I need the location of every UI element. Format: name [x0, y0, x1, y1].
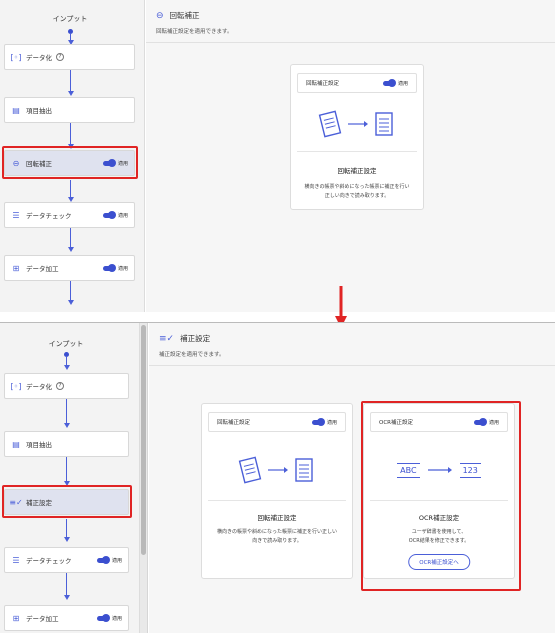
help-icon[interactable]: ? [56, 53, 64, 61]
node-correction-settings[interactable]: ≡✓ 補正設定 [4, 489, 129, 515]
ocr-settings-button[interactable]: OCR補正設定へ [408, 554, 470, 570]
rotate-icon: ⊖ [12, 158, 20, 168]
scan-icon: [◦] [10, 52, 22, 62]
card-title: 回転補正設定 [257, 514, 297, 522]
document-icon: ▤ [12, 439, 20, 449]
sidebar-scrollbar[interactable] [140, 323, 148, 633]
node-data-conversion[interactable]: [◦] データ化 ? [4, 373, 129, 399]
page-subtitle: 回転補正設定を適用できます。 [156, 29, 233, 35]
apply-toggle[interactable]: 適用 [311, 418, 337, 426]
node-label: 補正設定 [26, 499, 52, 507]
highlight-box [2, 146, 138, 179]
rotation-illustration [291, 107, 423, 141]
node-data-check[interactable]: ☰ データチェック 適用 [4, 547, 129, 573]
apply-toggle[interactable]: 適用 [102, 264, 128, 272]
input-dot [68, 29, 73, 34]
node-field-extraction[interactable]: ▤ 項目抽出 [4, 97, 135, 123]
checklist-icon: ☰ [12, 555, 20, 565]
node-label: 回転補正 [26, 160, 52, 168]
node-data-conversion[interactable]: [◦] データ化 ? [4, 44, 135, 70]
ocr-illustration: ABC 123 [364, 452, 514, 488]
node-rotation-correction[interactable]: ⊖ 回転補正 適用 [4, 150, 135, 176]
card-title: OCR補正設定 [418, 514, 460, 522]
input-label: インプット [52, 15, 88, 23]
input-dot [64, 352, 69, 357]
text-input-icon: ABC [397, 462, 420, 478]
node-label: データ化 [26, 54, 52, 62]
apply-toggle[interactable]: 適用 [102, 211, 128, 219]
processing-icon: ⊞ [12, 263, 20, 273]
help-icon[interactable]: ? [56, 382, 64, 390]
processing-icon: ⊞ [12, 613, 20, 623]
card-description: 横向きの帳票や斜めになった帳票に補正を行い正しい向きで読み取ります。 [216, 529, 337, 544]
page-header: ⊖ 回転補正 回転補正設定を適用できます。 [156, 10, 233, 36]
node-label: データ加工 [26, 615, 59, 623]
apply-toggle[interactable]: 適用 [96, 556, 122, 564]
node-label: データチェック [26, 212, 72, 220]
settings-main: ⊖ 回転補正 回転補正設定を適用できます。 回転補正設定 適用 回転補正設定 横向… [146, 0, 555, 312]
checklist-icon: ☰ [12, 210, 20, 220]
highlight-box [2, 485, 132, 518]
rotation-illustration [202, 452, 352, 488]
scan-icon: [◦] [10, 381, 22, 391]
rotation-settings-card[interactable]: 回転補正設定 適用 回転補正設定 横向きの帳票や斜めになった帳票に補正を行い正し… [201, 403, 353, 579]
card-description: 横向きの帳票や斜めになった帳票に補正を行い正しい向きで読み取ります。 [304, 184, 410, 199]
correction-icon: ≡✓ [9, 497, 23, 507]
arrow-right-icon [427, 467, 452, 473]
card-header: 回転補正設定 適用 [208, 412, 346, 432]
node-label: 項目抽出 [26, 107, 52, 115]
page-title: 回転補正 [169, 11, 200, 20]
node-field-extraction[interactable]: ▤ 項目抽出 [4, 431, 129, 457]
workflow-sidebar: インプット [◦] データ化 ? ▤ 項目抽出 ⊖ 回転補正 適用 ☰ データチ… [0, 0, 145, 312]
card-header: OCR補正設定 適用 [370, 412, 508, 432]
number-output-icon: 123 [459, 462, 481, 478]
node-label: 項目抽出 [26, 441, 52, 449]
rotate-icon: ⊖ [156, 10, 164, 21]
workflow-sidebar: インプット [◦] データ化 ? ▤ 項目抽出 ≡✓ 補正設定 ☰ データチェッ… [0, 323, 140, 633]
node-label: データチェック [26, 557, 72, 565]
highlight-box [361, 401, 521, 591]
node-data-check[interactable]: ☰ データチェック 適用 [4, 202, 135, 228]
card-description: ユーザ辞書を使用して、OCR結果を修正できます。 [408, 529, 470, 544]
before-screenshot: インプット [◦] データ化 ? ▤ 項目抽出 ⊖ 回転補正 適用 ☰ データチ… [0, 0, 555, 312]
settings-main: ≡✓ 補正設定 補正設定を適用できます。 回転補正設定 適用 回転補正設定 横向き… [149, 323, 555, 633]
page-subtitle: 補正設定を適用できます。 [159, 352, 225, 358]
apply-toggle[interactable]: 適用 [382, 79, 408, 87]
card-title: 回転補正設定 [337, 167, 377, 175]
document-icon: ▤ [12, 105, 20, 115]
node-data-processing[interactable]: ⊞ データ加工 適用 [4, 605, 129, 631]
input-label: インプット [48, 340, 84, 348]
node-label: データ化 [26, 383, 52, 391]
scrollbar-thumb[interactable] [141, 325, 146, 555]
rotation-settings-card[interactable]: 回転補正設定 適用 回転補正設定 横向きの帳票や斜めになった帳票に補正を行い正し… [290, 64, 424, 210]
page-title: 補正設定 [180, 334, 211, 343]
correction-icon: ≡✓ [159, 333, 175, 344]
node-data-processing[interactable]: ⊞ データ加工 適用 [4, 255, 135, 281]
rotate-document-icon [238, 456, 313, 484]
node-label: データ加工 [26, 265, 59, 273]
apply-toggle[interactable]: 適用 [473, 418, 499, 426]
after-screenshot: インプット [◦] データ化 ? ▤ 項目抽出 ≡✓ 補正設定 ☰ データチェッ… [0, 322, 555, 633]
rotate-document-icon [318, 110, 393, 138]
page-header: ≡✓ 補正設定 補正設定を適用できます。 [159, 333, 225, 359]
card-header: 回転補正設定 適用 [297, 73, 417, 93]
apply-toggle[interactable]: 適用 [96, 614, 122, 622]
apply-toggle[interactable]: 適用 [102, 159, 128, 167]
ocr-settings-card[interactable]: OCR補正設定 適用 ABC 123 OCR補正設定 ユーザ辞書を使用して、OC… [363, 403, 515, 579]
